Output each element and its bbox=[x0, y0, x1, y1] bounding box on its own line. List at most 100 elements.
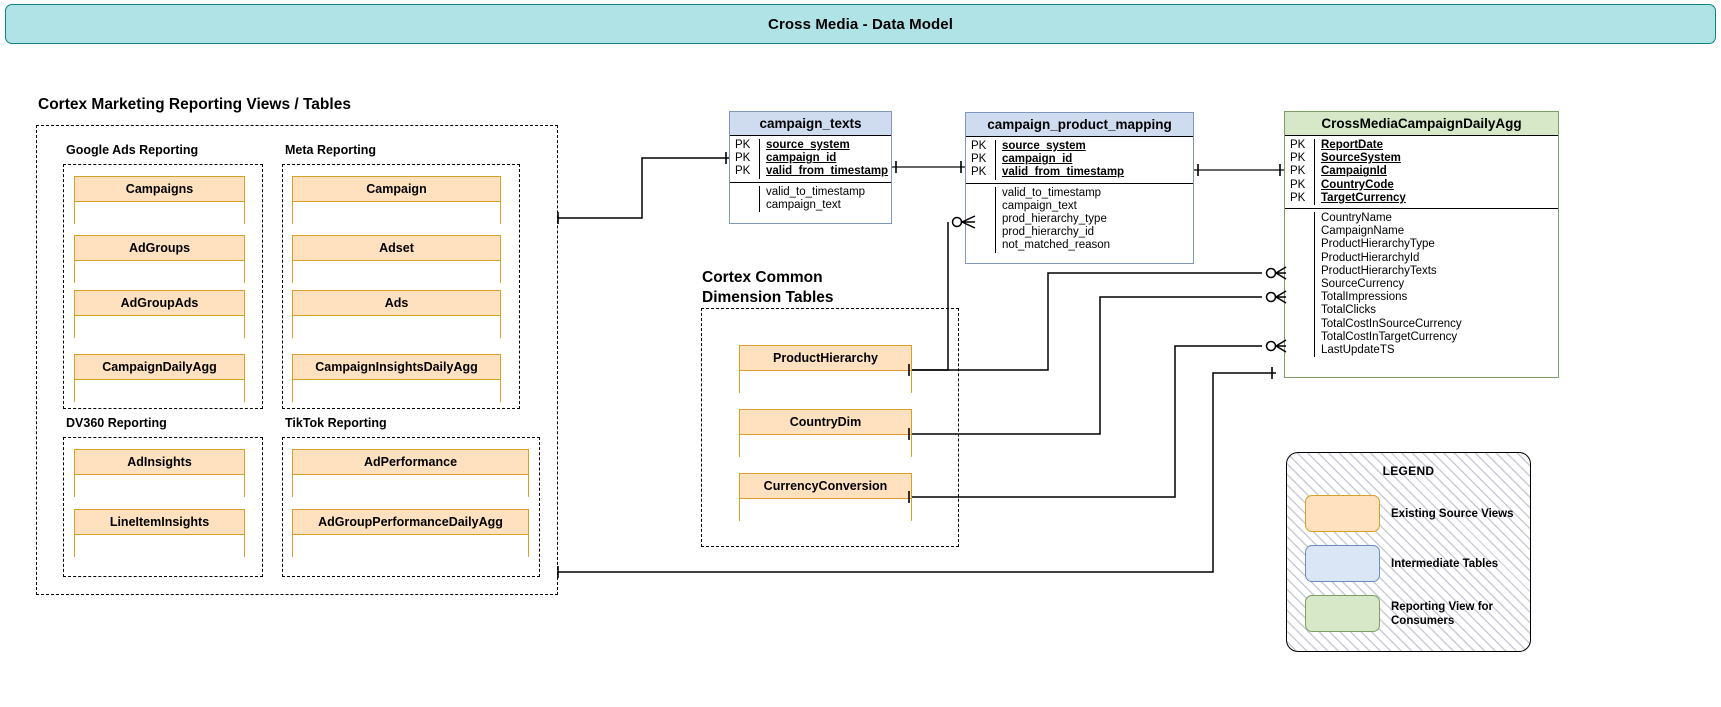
table-campaign-product-mapping-attributes: valid_to_timestamp campaign_text prod_hi… bbox=[966, 184, 1193, 257]
entity-adgroupperformancedailyagg[interactable]: AdGroupPerformanceDailyAgg bbox=[292, 509, 529, 559]
legend-swatch-intermediate-tables bbox=[1305, 545, 1380, 582]
legend-swatch-reporting-view bbox=[1305, 595, 1380, 632]
title-banner: Cross Media - Data Model bbox=[5, 4, 1716, 44]
pk-marker: PK bbox=[971, 153, 987, 166]
field-name: valid_to_timestamp bbox=[1002, 186, 1102, 199]
key-field-name: SourceSystem bbox=[1321, 152, 1401, 165]
key-field-name: valid_from_timestamp bbox=[766, 165, 889, 178]
legend-swatch-existing-source-views bbox=[1305, 495, 1380, 532]
key-field-name: source_system bbox=[766, 139, 850, 151]
entity-adperformance-body bbox=[293, 475, 528, 499]
table-campaign-texts[interactable]: campaign_texts PK source_system PK campa… bbox=[729, 111, 892, 224]
key-field-name: campaign_id bbox=[766, 152, 837, 165]
entity-campaigndailyagg-body bbox=[75, 380, 244, 404]
table-row: PK campaign_id bbox=[730, 152, 891, 166]
table-campaign-texts-keys: PK source_system PK campaign_id PK valid… bbox=[730, 136, 891, 183]
entity-producthierarchy[interactable]: ProductHierarchy bbox=[739, 345, 912, 395]
entity-adinsights-title: AdInsights bbox=[75, 450, 244, 475]
key-field-name: valid_from_timestamp bbox=[1002, 166, 1125, 179]
table-row: PK source_system bbox=[730, 139, 891, 153]
field-name: valid_to_timestamp bbox=[766, 185, 866, 198]
entity-countrydim[interactable]: CountryDim bbox=[739, 409, 912, 459]
field-name: TotalImpressions bbox=[1321, 291, 1408, 304]
group-box-google-ads bbox=[63, 164, 263, 409]
entity-meta-campaign-body bbox=[293, 202, 500, 226]
table-row: prod_hierarchy_id bbox=[966, 226, 1193, 240]
entity-ads[interactable]: Ads bbox=[292, 290, 501, 340]
entity-ads-body bbox=[293, 316, 500, 340]
page-title: Cross Media - Data Model bbox=[768, 15, 953, 33]
table-crossmedia-attributes: CountryName CampaignName ProductHierarch… bbox=[1285, 209, 1558, 361]
field-name: prod_hierarchy_type bbox=[1002, 213, 1107, 226]
pk-marker: PK bbox=[735, 152, 751, 165]
pk-marker: PK bbox=[1290, 152, 1306, 165]
entity-ads-title: Ads bbox=[293, 291, 500, 316]
entity-adinsights[interactable]: AdInsights bbox=[74, 449, 245, 499]
table-campaign-texts-attributes: valid_to_timestamp campaign_text bbox=[730, 183, 891, 216]
table-crossmedia-title: CrossMediaCampaignDailyAgg bbox=[1285, 112, 1558, 136]
table-crossmedia-campaign-daily-agg[interactable]: CrossMediaCampaignDailyAgg PK ReportDate… bbox=[1284, 111, 1559, 378]
legend-title: LEGEND bbox=[1382, 464, 1435, 478]
group-title-dv360: DV360 Reporting bbox=[66, 416, 167, 430]
entity-adgroups-title: AdGroups bbox=[75, 236, 244, 261]
group-title-meta: Meta Reporting bbox=[285, 143, 376, 157]
entity-meta-campaign[interactable]: Campaign bbox=[292, 176, 501, 226]
table-row: TotalImpressions bbox=[1285, 291, 1558, 305]
field-name: SourceCurrency bbox=[1321, 278, 1405, 291]
legend-label-intermediate-tables: Intermediate Tables bbox=[1391, 558, 1499, 570]
table-row: PK ReportDate bbox=[1285, 139, 1558, 153]
table-row: ProductHierarchyType bbox=[1285, 238, 1558, 252]
entity-currencyconversion-title: CurrencyConversion bbox=[740, 474, 911, 499]
entity-currencyconversion[interactable]: CurrencyConversion bbox=[739, 473, 912, 523]
pk-marker: PK bbox=[1290, 191, 1306, 204]
table-row: CampaignName bbox=[1285, 225, 1558, 239]
key-field-name: CampaignId bbox=[1321, 165, 1387, 178]
group-box-dv360 bbox=[63, 437, 263, 577]
table-row: SourceCurrency bbox=[1285, 278, 1558, 292]
entity-adgroupperformancedailyagg-title: AdGroupPerformanceDailyAgg bbox=[293, 510, 528, 535]
table-campaign-texts-title: campaign_texts bbox=[730, 112, 891, 136]
entity-countrydim-body bbox=[740, 435, 911, 459]
field-name: ProductHierarchyTexts bbox=[1321, 264, 1437, 277]
entity-adgroupperformancedailyagg-body bbox=[293, 535, 528, 559]
entity-adperformance[interactable]: AdPerformance bbox=[292, 449, 529, 499]
table-row: PK CountryCode bbox=[1285, 178, 1558, 192]
legend-label-reporting-view: Reporting View for Consumers bbox=[1391, 601, 1494, 627]
entity-producthierarchy-title: ProductHierarchy bbox=[740, 346, 911, 371]
cortex-marketing-container bbox=[36, 125, 558, 595]
entity-campaigns[interactable]: Campaigns bbox=[74, 176, 245, 226]
section-title-cortex-common-line1: Cortex Common bbox=[702, 269, 823, 286]
entity-adset[interactable]: Adset bbox=[292, 235, 501, 285]
field-name: not_matched_reason bbox=[1002, 239, 1111, 252]
field-name: TotalClicks bbox=[1321, 304, 1376, 317]
entity-campaigns-title: Campaigns bbox=[75, 177, 244, 202]
entity-campaigninsightsdailyagg[interactable]: CampaignInsightsDailyAgg bbox=[292, 354, 501, 404]
entity-adgroupads[interactable]: AdGroupAds bbox=[74, 290, 245, 340]
table-row: PK valid_from_timestamp bbox=[730, 165, 891, 179]
table-campaign-product-mapping-title: campaign_product_mapping bbox=[966, 113, 1193, 137]
entity-adinsights-body bbox=[75, 475, 244, 499]
key-field-name: ReportDate bbox=[1321, 139, 1383, 151]
entity-producthierarchy-body bbox=[740, 371, 911, 395]
entity-adgroups[interactable]: AdGroups bbox=[74, 235, 245, 285]
table-row: PK campaign_id bbox=[966, 153, 1193, 167]
section-title-cortex-common-line2: Dimension Tables bbox=[702, 289, 834, 306]
entity-currencyconversion-body bbox=[740, 499, 911, 523]
table-row: PK source_system bbox=[966, 140, 1193, 154]
table-row: PK valid_from_timestamp bbox=[966, 166, 1193, 180]
entity-campaigninsightsdailyagg-title: CampaignInsightsDailyAgg bbox=[293, 355, 500, 380]
entity-campaigndailyagg[interactable]: CampaignDailyAgg bbox=[74, 354, 245, 404]
table-row: ProductHierarchyTexts bbox=[1285, 264, 1558, 279]
group-title-tiktok: TikTok Reporting bbox=[285, 416, 387, 430]
table-row: CountryName bbox=[1285, 212, 1558, 226]
entity-lineiteminsights[interactable]: LineItemInsights bbox=[74, 509, 245, 559]
entity-adgroups-body bbox=[75, 261, 244, 285]
entity-campaigndailyagg-title: CampaignDailyAgg bbox=[75, 355, 244, 380]
entity-adgroupads-title: AdGroupAds bbox=[75, 291, 244, 316]
table-campaign-product-mapping[interactable]: campaign_product_mapping PK source_syste… bbox=[965, 112, 1194, 264]
pk-marker: PK bbox=[971, 140, 987, 152]
entity-adgroupads-body bbox=[75, 316, 244, 340]
table-campaign-product-mapping-keys: PK source_system PK campaign_id PK valid… bbox=[966, 137, 1193, 184]
table-row: PK TargetCurrency bbox=[1285, 191, 1558, 206]
